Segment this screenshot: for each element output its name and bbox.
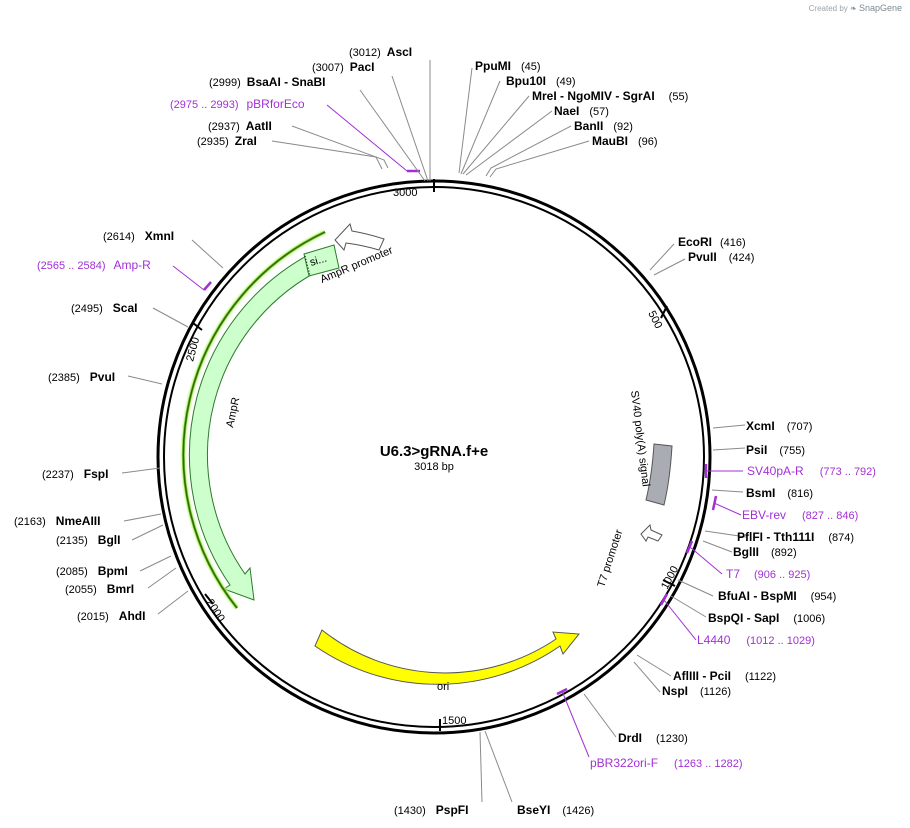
primer-amp-r[interactable]: (2565 .. 2584)Amp-R <box>37 258 151 272</box>
site-fspi[interactable]: (2237)FspI <box>42 467 108 481</box>
site-bpu10i[interactable]: Bpu10I(49) <box>506 74 576 88</box>
primer-ebv-rev[interactable]: EBV-rev(827 .. 846) <box>742 508 858 522</box>
tick-label-2000: 2000 <box>203 597 226 624</box>
enzyme-labels: (3012)AscI (3007)PacI (2999)BsaAI - SnaB… <box>14 45 854 817</box>
site-bglii[interactable]: BglII(892) <box>733 545 797 559</box>
site-bfuai-bspmi[interactable]: BfuAI - BspMI(954) <box>718 589 836 603</box>
credit-prefix: Created by <box>808 4 848 13</box>
ampr-label: AmpR <box>224 396 242 428</box>
tick-marks <box>192 179 676 731</box>
site-banii[interactable]: BanII(92) <box>574 119 633 133</box>
site-nspi[interactable]: NspI(1126) <box>662 684 731 698</box>
ampr-highlight-core <box>182 231 326 609</box>
site-pvuii[interactable]: PvuII(424) <box>688 250 754 264</box>
tick-label-3000: 3000 <box>393 187 417 199</box>
primer-labels: (2975 .. 2993)pBRforEco (2565 .. 2584)Am… <box>37 97 876 770</box>
snapgene-logo-icon: ❧ <box>850 4 857 13</box>
site-ecori[interactable]: EcoRI(416) <box>678 235 746 249</box>
primer-sv40pa-r[interactable]: SV40pA-R(773 .. 792) <box>747 464 876 478</box>
site-drdi[interactable]: DrdI(1230) <box>618 731 688 745</box>
ori-label: ori <box>437 681 449 693</box>
site-bspqi-sapi[interactable]: BspQI - SapI(1006) <box>708 611 825 625</box>
signal-dotted-edge <box>304 255 311 276</box>
t7-promoter-feature[interactable] <box>640 523 663 542</box>
site-psii[interactable]: PsiI(755) <box>746 443 805 457</box>
site-asci[interactable]: (3012)AscI <box>349 45 412 59</box>
site-bsaai-snabi[interactable]: (2999)BsaAI - SnaBI <box>209 75 325 89</box>
signal-sequence-feature[interactable] <box>303 244 340 277</box>
site-scai[interactable]: (2495)ScaI <box>71 301 137 315</box>
site-zrai[interactable]: (2935)ZraI <box>197 134 257 148</box>
site-pflfi-tth111i[interactable]: PflFI - Tth111I(874) <box>737 530 854 544</box>
primer-l4440[interactable]: L4440(1012 .. 1029) <box>697 633 815 647</box>
credit-brand: SnapGene <box>858 3 902 13</box>
ori-feature[interactable] <box>314 629 580 685</box>
site-xmni[interactable]: (2614)XmnI <box>103 229 174 243</box>
plasmid-length: 3018 bp <box>414 461 454 473</box>
snapgene-credit: Created by ❧ SnapGene <box>809 3 902 13</box>
site-naei[interactable]: NaeI(57) <box>554 104 609 118</box>
tick-label-1500: 1500 <box>442 715 466 727</box>
sv40-label: SV40 poly(A) signal <box>628 390 652 487</box>
site-bsmi[interactable]: BsmI(816) <box>746 486 813 500</box>
site-bseyi[interactable]: BseYI(1426) <box>517 803 594 817</box>
primer-t7[interactable]: T7(906 .. 925) <box>726 567 810 581</box>
ampr-promoter-feature[interactable] <box>334 223 385 252</box>
t7-label: T7 promoter <box>595 528 625 589</box>
tick-label-2500: 2500 <box>184 336 202 363</box>
site-maubi[interactable]: MauBI(96) <box>592 134 658 148</box>
site-xcmi[interactable]: XcmI(707) <box>746 419 812 433</box>
plasmid-name: U6.3>gRNA.f+e <box>380 443 488 460</box>
site-pspfi[interactable]: (1430)PspFI <box>394 803 468 817</box>
site-ahdi[interactable]: (2015)AhdI <box>77 609 145 623</box>
primer-pbrforeco[interactable]: (2975 .. 2993)pBRforEco <box>170 97 305 111</box>
site-mrei-ngomiv-sgrai[interactable]: MreI - NgoMIV - SgrAI(55) <box>532 89 688 103</box>
site-bpmi[interactable]: (2085)BpmI <box>56 564 128 578</box>
site-pvui[interactable]: (2385)PvuI <box>48 370 115 384</box>
site-aatii[interactable]: (2937)AatII <box>208 119 272 133</box>
primer-leader-lines <box>172 104 743 758</box>
enzyme-leader-lines <box>121 60 747 803</box>
site-bgli[interactable]: (2135)BglI <box>56 533 120 547</box>
site-ppumi[interactable]: PpuMI(45) <box>475 59 541 73</box>
site-afliii-pcii[interactable]: AflIII - PciI(1122) <box>673 669 776 683</box>
site-bmri[interactable]: (2055)BmrI <box>65 582 134 596</box>
signal-short-label: si... <box>309 253 329 269</box>
primer-pbr322ori-f[interactable]: pBR322ori-F(1263 .. 1282) <box>590 756 743 770</box>
site-nmeaiii[interactable]: (2163)NmeAIII <box>14 514 100 528</box>
ampr-feature[interactable] <box>188 249 325 601</box>
site-paci[interactable]: (3007)PacI <box>312 60 374 74</box>
sv40-polya-feature[interactable] <box>645 443 673 506</box>
